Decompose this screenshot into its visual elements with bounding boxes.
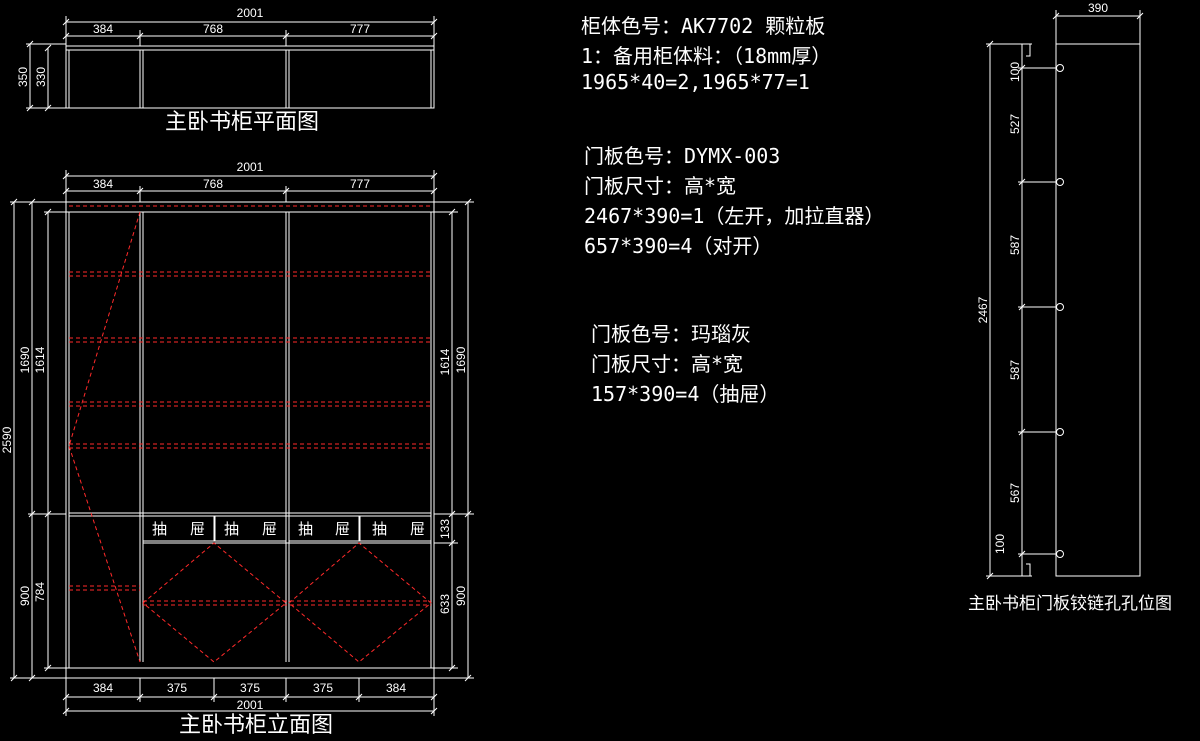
elev-top-section-1: 384: [93, 177, 113, 191]
note-drawer-size: 157*390=4（抽屉）: [591, 382, 780, 406]
drawer-1-label-b: 屉: [190, 520, 205, 538]
hinge-seg-6: 100: [993, 534, 1007, 554]
note-door-size-label: 门板尺寸：高*宽: [584, 174, 737, 198]
hinge-drawing: [986, 10, 1144, 580]
elev-left-total: 2590: [0, 426, 14, 453]
note-spare-sizes: 1965*40=2,1965*77=1: [581, 70, 810, 94]
hinge-seg-1: 100: [1008, 62, 1022, 82]
drawer-2-label-a: 抽: [224, 520, 239, 538]
hinge-width: 390: [1088, 1, 1108, 15]
elev-bottom-section-1: 384: [93, 681, 113, 695]
elev-right-upper-inner: 1614: [438, 348, 452, 375]
elev-bottom-section-5: 384: [386, 681, 406, 695]
hinge-seg-4: 587: [1008, 360, 1022, 380]
elev-left-upper-outer: 1690: [18, 346, 32, 373]
note-drawer-color: 门板色号：玛瑙灰: [591, 322, 751, 346]
elev-top-total: 2001: [237, 160, 264, 174]
hinge-seg-3: 587: [1008, 235, 1022, 255]
drawer-1-label-a: 抽: [152, 520, 167, 538]
plan-labels: 2001 384 768 777 350 330 主卧书柜平面图: [16, 6, 370, 135]
elev-right-lower-inner: 633: [438, 594, 452, 614]
elev-right-upper-outer: 1690: [454, 346, 468, 373]
note-spare-material: 1：备用柜体料：（18mm厚）: [581, 44, 832, 68]
hinge-height: 2467: [976, 296, 990, 323]
note-door-size-1: 2467*390=1（左开，加拉直器）: [584, 204, 885, 228]
elev-right-drawer: 133: [438, 519, 452, 539]
elevation-labels: 2001 384 768 777 384 375 375 375 384 200…: [0, 160, 468, 738]
drawer-3-label-b: 屉: [335, 520, 350, 538]
elev-left-upper-inner: 1614: [33, 346, 47, 373]
elev-top-section-2: 768: [203, 177, 223, 191]
elev-left-lower-inner: 784: [33, 582, 47, 602]
note-cabinet-color: 柜体色号：AK7702 颗粒板: [581, 14, 826, 38]
elev-bottom-section-3: 375: [240, 681, 260, 695]
elev-bottom-total: 2001: [237, 698, 264, 712]
elev-top-section-3: 777: [350, 177, 370, 191]
plan-view: [26, 16, 438, 112]
elevation-dashed: [68, 205, 432, 663]
note-drawer-size-label: 门板尺寸：高*宽: [591, 352, 744, 376]
elev-left-lower-outer: 900: [18, 586, 32, 606]
hinge-seg-5: 567: [1008, 483, 1022, 503]
drawer-4-label-b: 屉: [410, 520, 425, 538]
note-door-color: 门板色号：DYMX-003: [584, 144, 781, 168]
plan-section-1: 384: [93, 22, 113, 36]
plan-section-3: 777: [350, 22, 370, 36]
plan-total-width: 2001: [237, 6, 264, 20]
note-door-size-2: 657*390=4（对开）: [584, 234, 773, 258]
plan-title: 主卧书柜平面图: [165, 110, 319, 135]
drawer-3-label-a: 抽: [298, 520, 313, 538]
drawer-4-label-a: 抽: [372, 520, 387, 538]
drawer-2-label-b: 屉: [262, 520, 277, 538]
plan-section-2: 768: [203, 22, 223, 36]
elev-bottom-section-4: 375: [313, 681, 333, 695]
hinge-seg-2: 527: [1008, 114, 1022, 134]
elevation-title: 主卧书柜立面图: [179, 713, 333, 738]
plan-depth-outer: 350: [16, 67, 30, 87]
plan-depth-inner: 330: [34, 67, 48, 87]
elev-bottom-section-2: 375: [167, 681, 187, 695]
hinge-title: 主卧书柜门板铰链孔孔位图: [968, 594, 1172, 614]
elevation-frame: [10, 170, 474, 716]
hinge-labels: 390 2467 100 527 587 587 567 100 主卧书柜门板铰…: [968, 1, 1172, 614]
elev-right-lower-outer: 900: [454, 586, 468, 606]
